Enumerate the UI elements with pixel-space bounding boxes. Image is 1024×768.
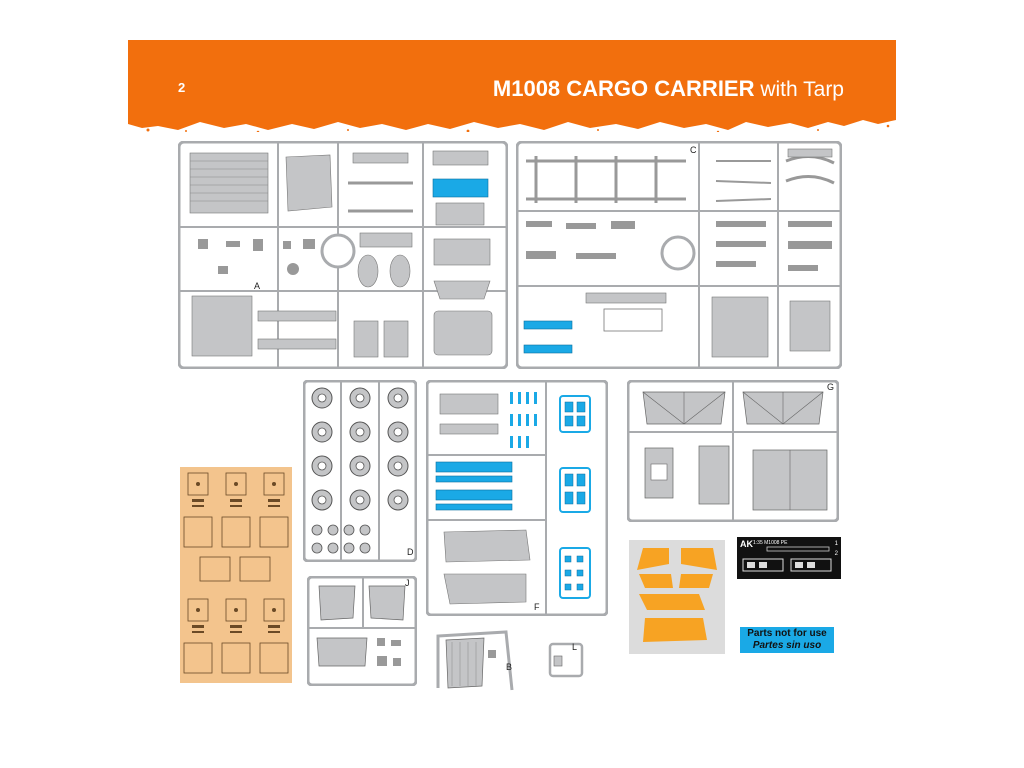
decal-sheet-drawing — [180, 467, 292, 683]
header-banner: 2 M1008 CARGO CARRIER with Tarp — [128, 40, 896, 132]
photo-etch-fret: AK 1:35 M1008 PE 1 2 — [737, 537, 841, 579]
parts-not-for-use-note: Parts not for use Partes sin uso — [740, 627, 834, 653]
pe-fret-drawing — [742, 546, 832, 572]
sprue-d: D — [303, 380, 417, 562]
sprue-g: G — [627, 380, 839, 522]
sprue-d-drawing — [303, 380, 417, 562]
sprue-c: C — [516, 141, 842, 369]
title-main: M1008 CARGO CARRIER — [492, 76, 755, 101]
sprue-label-d: D — [407, 547, 414, 557]
sprue-g-drawing — [627, 380, 839, 522]
orange-brush-banner — [128, 40, 896, 132]
note-english: Parts not for use — [747, 628, 827, 639]
brush-speckles — [146, 124, 890, 132]
sprue-c-drawing — [516, 141, 842, 369]
sprue-label-g: G — [827, 382, 835, 392]
sprue-label-b: B — [506, 662, 513, 672]
pe-code: 1:35 M1008 PE — [753, 540, 788, 546]
sprue-a-drawing — [178, 141, 508, 369]
pe-brand-logo: AK — [740, 539, 753, 549]
pe-number-1: 1 — [834, 541, 838, 547]
sprue-j: J — [307, 576, 417, 686]
page-number: 2 — [178, 80, 186, 95]
sprue-label-c: C — [690, 145, 697, 155]
sprue-a: A — [178, 141, 508, 369]
banner-shape — [128, 40, 896, 130]
sprue-label-j: J — [405, 578, 410, 588]
sprue-f-drawing — [426, 380, 608, 616]
sprue-b-drawing — [436, 630, 514, 691]
title-sub: with Tarp — [754, 78, 844, 101]
pe-number-2: 2 — [834, 551, 838, 557]
paint-mask-sheet — [629, 540, 725, 654]
paint-mask-drawing — [629, 540, 725, 654]
sprue-label-f: F — [534, 602, 540, 612]
sprue-f: F — [426, 380, 608, 616]
sprue-b: B — [432, 628, 518, 694]
sprue-l-drawing — [548, 642, 584, 678]
sprue-j-drawing — [307, 576, 417, 686]
sprue-label-l: L — [572, 642, 578, 652]
page-title: M1008 CARGO CARRIER with Tarp — [493, 76, 844, 102]
sprue-label-a: A — [254, 281, 261, 291]
decal-sheet — [180, 467, 292, 683]
sprue-l: L — [548, 638, 584, 678]
note-spanish: Partes sin uso — [752, 640, 822, 651]
